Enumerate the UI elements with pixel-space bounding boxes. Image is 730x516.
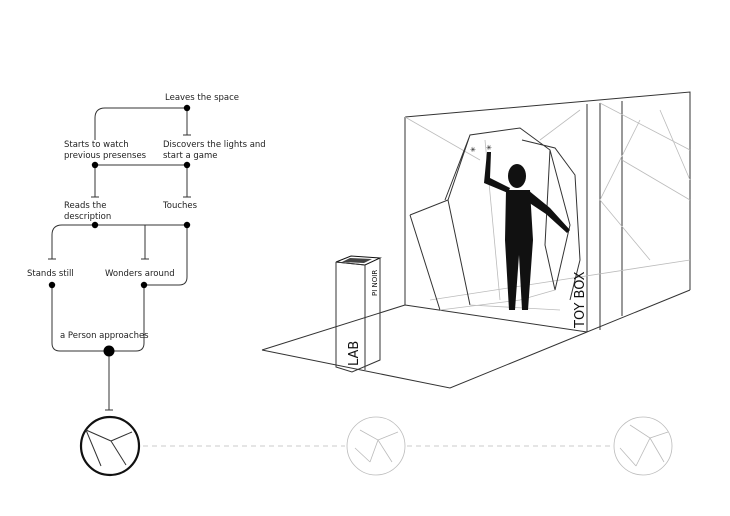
label-watch-1: Starts to watch	[64, 140, 129, 150]
node-dot	[183, 104, 191, 112]
flowchart: Leaves the space Starts to watch previou…	[27, 93, 266, 411]
label-reads-2: description	[64, 212, 111, 222]
state-circle	[346, 416, 406, 476]
label-touches: Touches	[162, 201, 198, 211]
node-dot	[183, 221, 191, 229]
light-spark-icon: ✳	[486, 144, 492, 152]
label-discovers-1: Discovers the lights and	[163, 140, 266, 150]
label-watch-2: previous presenses	[64, 151, 147, 161]
light-spark-icon: ✳	[470, 146, 476, 154]
person-silhouette	[484, 152, 570, 310]
lab-pillar	[335, 255, 382, 373]
node-dot	[48, 281, 56, 289]
node-dot	[91, 161, 99, 169]
lab-label: LAB	[347, 341, 362, 366]
toy-box-label: TOY BOX	[573, 271, 588, 329]
pi-noir-label: PI NOIR	[371, 270, 379, 296]
node-dot	[183, 161, 191, 169]
state-circle-active	[79, 415, 141, 477]
node-dot	[140, 281, 148, 289]
label-approaches: a Person approaches	[60, 331, 149, 341]
installation-drawing: ✳ ✳ LAB PI NOIR TOY BOX	[261, 91, 691, 389]
node-dot	[91, 221, 99, 229]
label-discovers-2: start a game	[163, 151, 218, 161]
label-stands: Stands still	[27, 269, 74, 279]
start-node-dot	[103, 345, 115, 357]
label-wonders: Wonders around	[105, 269, 175, 279]
label-reads-1: Reads the	[64, 201, 106, 211]
state-circle	[613, 416, 673, 476]
label-leaves: Leaves the space	[165, 93, 239, 103]
state-timeline	[79, 415, 673, 477]
